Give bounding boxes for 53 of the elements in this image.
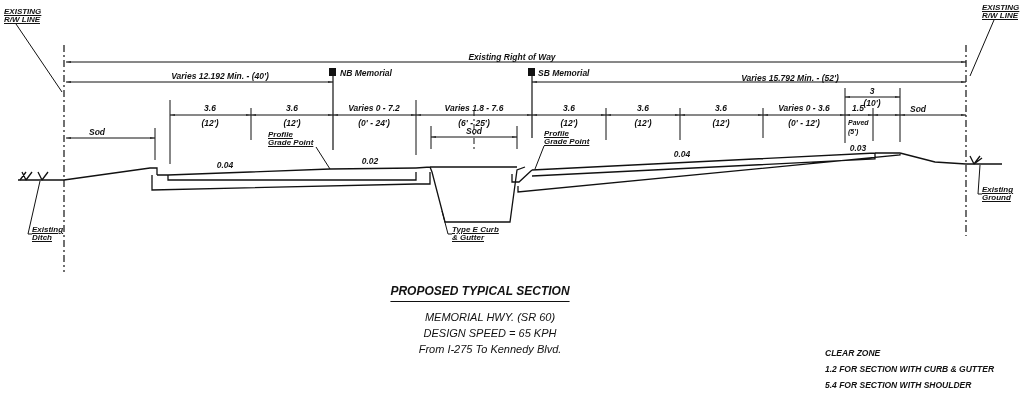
dimension-label: (12') — [712, 118, 730, 128]
dimension-label: (12') — [634, 118, 652, 128]
note-text: 5.4 FOR SECTION WITH SHOULDER — [825, 379, 972, 392]
pavement-section — [151, 167, 431, 191]
dimension-label: 3.6 — [286, 103, 298, 113]
dimension-label: 1.5 — [852, 103, 864, 113]
dimension-label: Varies 12.192 Min. - (40') — [171, 71, 269, 81]
leader-line — [441, 210, 453, 235]
callout-label: Profile Grade Point — [268, 131, 316, 147]
caption-text: DESIGN SPEED = 65 KPH — [423, 327, 557, 340]
dimension-label: Varies 0 - 3.6 — [778, 103, 830, 113]
dimension-label: (12') — [201, 118, 219, 128]
callout-label: EXISTING R/W LINE — [982, 4, 1022, 20]
leader-line — [977, 164, 983, 195]
callout-label: Existing Ground — [982, 186, 1018, 202]
dimension-label: Varies 15.792 Min. - (52') — [741, 73, 839, 83]
dimension-label: (0' - 12') — [788, 118, 820, 128]
callout-label: EXISTING R/W LINE — [4, 8, 44, 24]
leader-line — [969, 19, 995, 77]
curb-and-gutter — [415, 166, 526, 223]
leader-line — [315, 146, 331, 170]
caption-text: From I-275 To Kennedy Blvd. — [418, 343, 562, 356]
callout-label: Profile Grade Point — [544, 130, 592, 146]
callout-label: Type E Curb & Gutter — [452, 226, 502, 242]
dimension-label: 3 — [869, 86, 875, 96]
leader-line — [534, 145, 545, 170]
dimension-label: Existing Right of Way — [468, 52, 556, 62]
dimension-label: Sod — [88, 127, 106, 137]
section-title: PROPOSED TYPICAL SECTION — [390, 284, 570, 298]
dimension-label: 3.6 — [715, 103, 727, 113]
dimension-label: 3.6 — [204, 103, 216, 113]
dimension-label: (10') — [863, 98, 881, 108]
dimension-label: 3.6 — [637, 103, 649, 113]
callout-label: Existing Ditch — [32, 226, 68, 242]
pavement-section — [511, 152, 901, 193]
dimension-label: (12') — [283, 118, 301, 128]
dimension-label: (12') — [560, 118, 578, 128]
dimension-label: (0' - 24') — [358, 118, 390, 128]
dimension-label: Varies 1.8 - 7.6 — [444, 103, 504, 113]
dimension-label: NB Memorial — [340, 68, 392, 78]
dimension-label: SB Memorial — [538, 68, 590, 78]
dimension-label: 3.6 — [563, 103, 575, 113]
caption-text: MEMORIAL HWY. (SR 60) — [424, 311, 556, 324]
leader-line — [27, 180, 41, 235]
slope-label: 0.04 — [216, 160, 234, 170]
leader-line — [15, 23, 63, 93]
dimension-label: (6' - 25') — [458, 118, 490, 128]
dimension-label: Sod — [465, 126, 483, 136]
dimension-label: Sod — [909, 104, 927, 114]
note-text: 1.2 FOR SECTION WITH CURB & GUTTER — [825, 363, 995, 376]
dimension-label: Varies 0 - 7.2 — [348, 103, 400, 113]
slope-label: 0.04 — [673, 149, 691, 159]
note-text: CLEAR ZONE — [825, 347, 881, 360]
